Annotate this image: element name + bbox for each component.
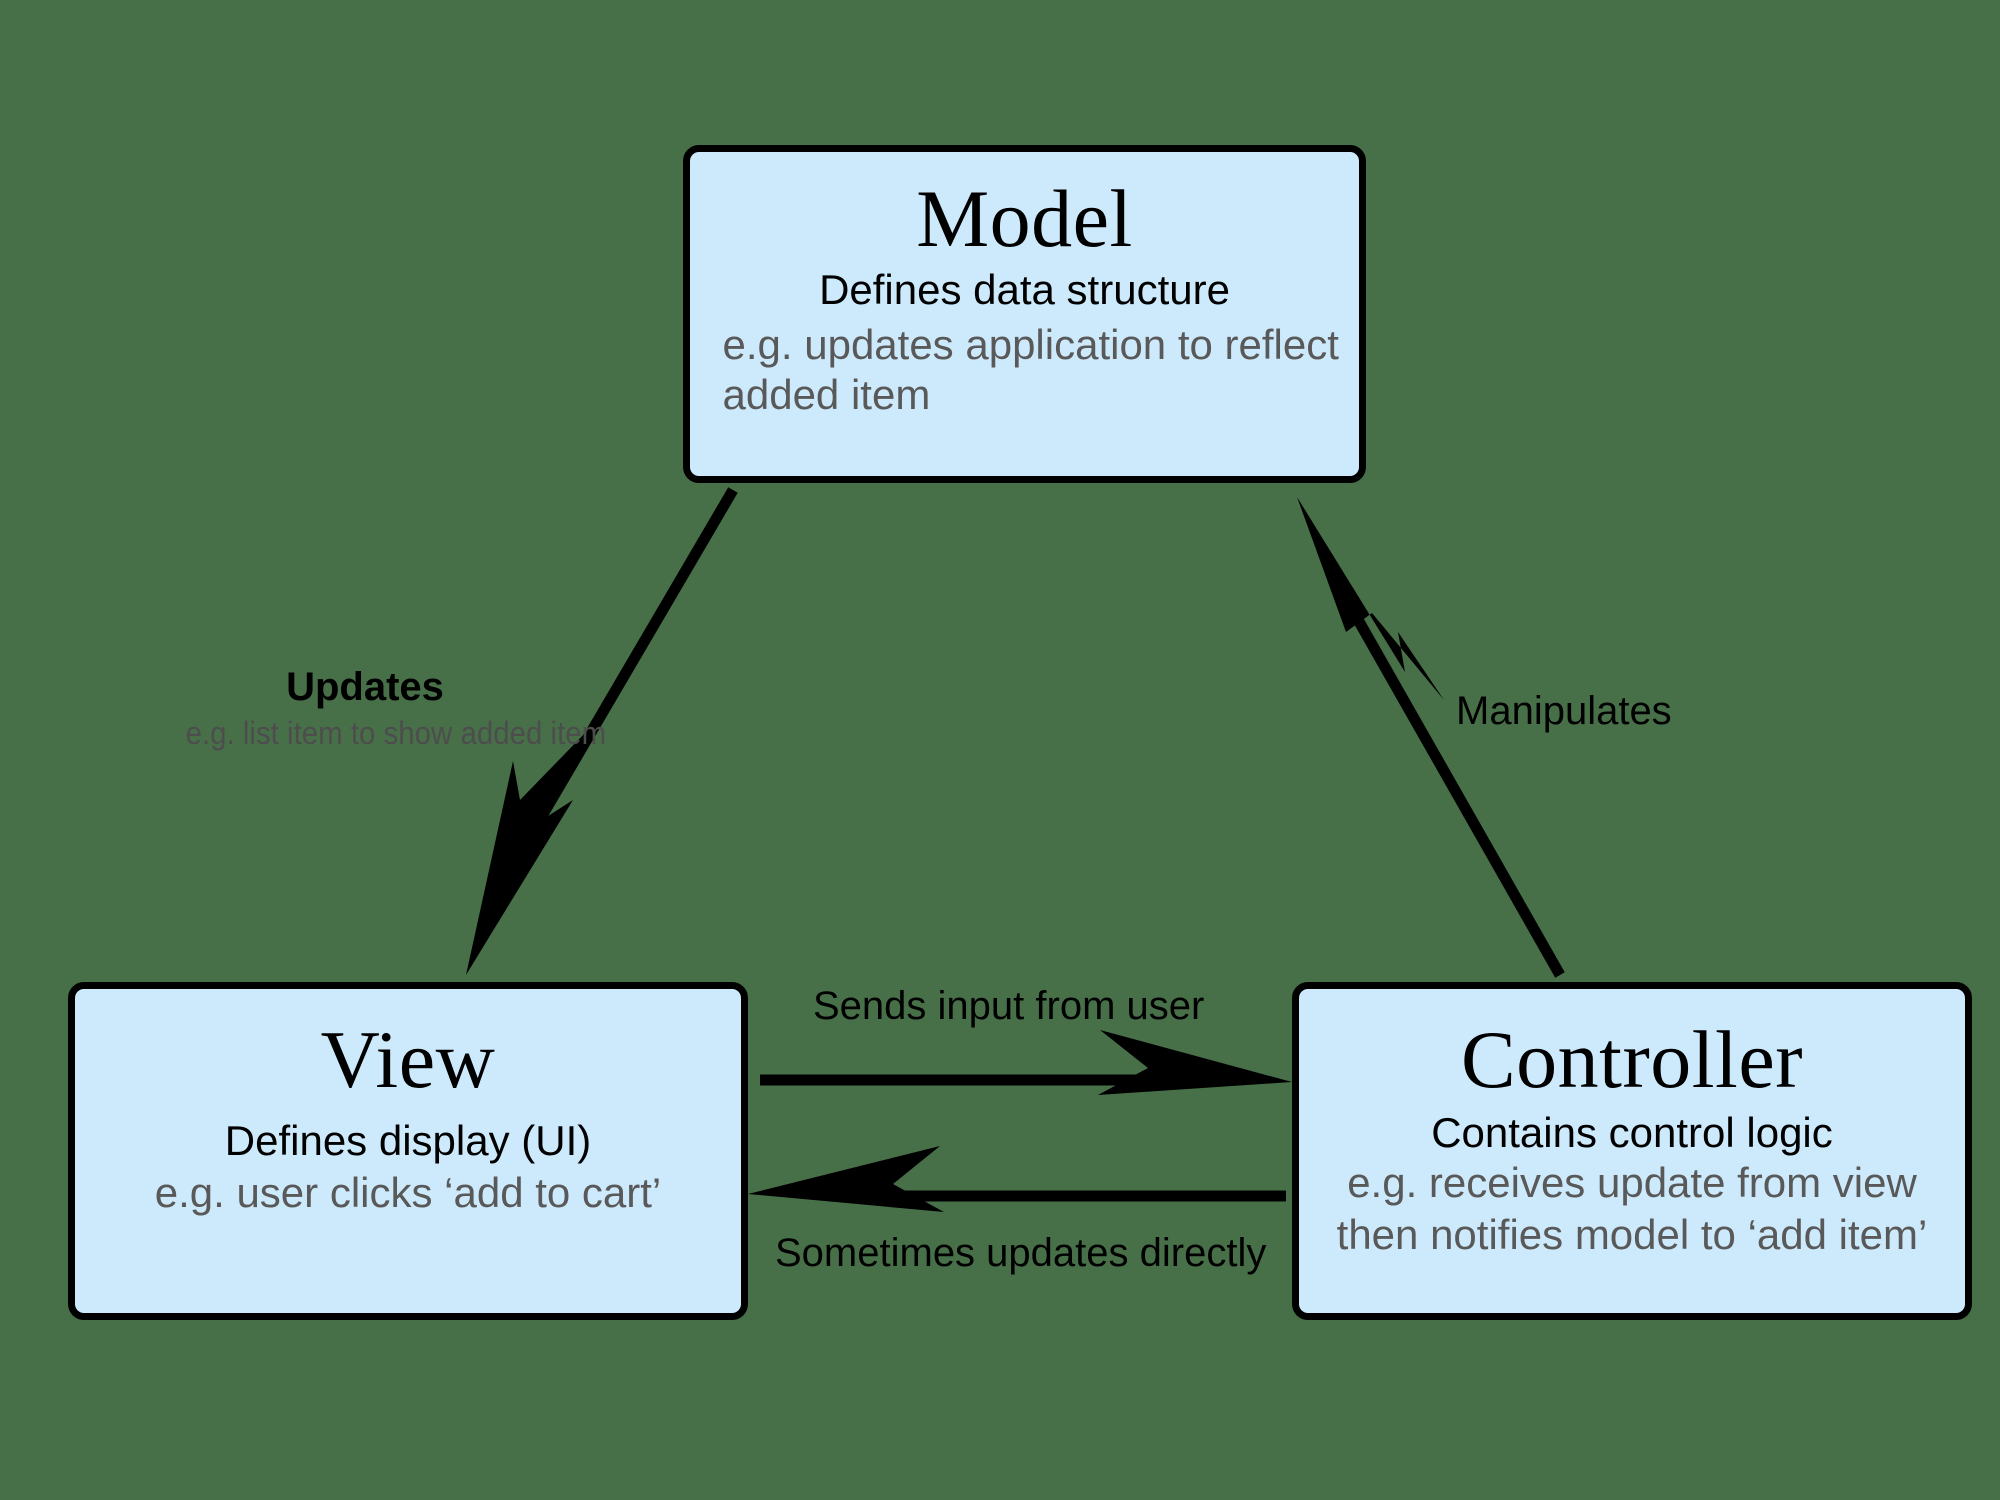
edge-label-manipulates: Manipulates xyxy=(1456,689,1672,733)
node-controller-example-line-1: e.g. receives update from view xyxy=(1347,1159,1917,1207)
node-view-subtitle: Defines display (UI) xyxy=(224,1117,592,1164)
node-model-example: e.g. updates application to reflect adde… xyxy=(722,321,1339,418)
node-model-title: Model xyxy=(916,173,1133,264)
node-view-title: View xyxy=(320,1014,496,1105)
node-controller-example-line-2: then notifies model to ‘add item’ xyxy=(1336,1210,1928,1258)
node-model[interactable]: Model Defines data structure e.g. update… xyxy=(683,145,1366,483)
edge-label-updates-example: e.g. list item to show added item xyxy=(185,715,607,751)
node-model-subtitle: Defines data structure xyxy=(819,266,1230,313)
edge-label-updates: Updates e.g. list item to show added ite… xyxy=(170,665,607,751)
arrow-controller-to-model xyxy=(1297,497,1565,978)
edge-label-sometimes-updates: Sometimes updates directly xyxy=(775,1231,1267,1275)
edge-label-sends-input: Sends input from user xyxy=(813,984,1205,1028)
edge-label-updates-title: Updates xyxy=(286,665,444,709)
node-controller-title: Controller xyxy=(1460,1014,1804,1105)
arrow-model-to-view xyxy=(466,487,738,975)
node-view[interactable]: View Defines display (UI) e.g. user clic… xyxy=(68,982,748,1320)
node-view-example: e.g. user clicks ‘add to cart’ xyxy=(154,1169,662,1217)
node-controller-subtitle: Contains control logic xyxy=(1431,1109,1833,1156)
arrow-view-to-controller xyxy=(760,1030,1292,1095)
node-controller[interactable]: Controller Contains control logic e.g. r… xyxy=(1292,982,1972,1320)
arrow-controller-to-view xyxy=(748,1146,1286,1212)
